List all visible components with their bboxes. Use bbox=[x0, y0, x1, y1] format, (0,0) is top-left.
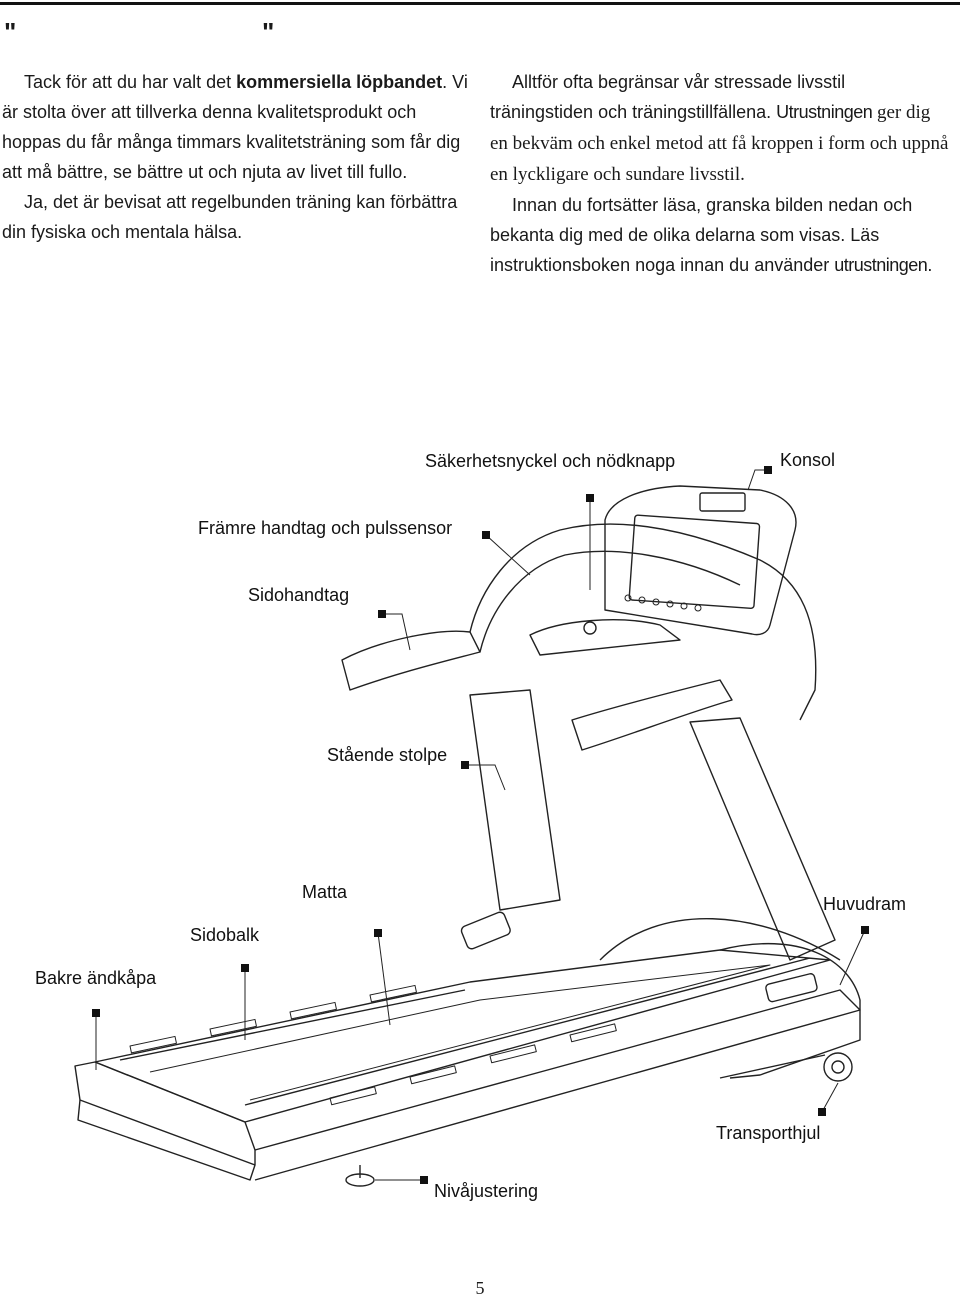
product-name: kommersiella löpbandet bbox=[236, 72, 443, 92]
label-safety-key: Säkerhetsnyckel och nödknapp bbox=[425, 451, 675, 471]
console-housing bbox=[604, 485, 797, 636]
intro-left-column: Tack för att du har valt det kommersiell… bbox=[2, 67, 470, 247]
upright-base-left bbox=[460, 911, 511, 950]
right-rail-line bbox=[244, 957, 811, 1106]
instructions-word: utrustningen. bbox=[834, 255, 932, 275]
motor-hood bbox=[719, 942, 861, 1079]
label-side-handle: Sidohandtag bbox=[248, 585, 349, 605]
top-rule bbox=[0, 2, 960, 5]
handle-loop-inner bbox=[479, 550, 741, 653]
intro-text-cont: . Vi är stolta över att tillverka denna … bbox=[2, 72, 468, 182]
intro-right-column: Alltför ofta begränsar vår stressade liv… bbox=[490, 67, 952, 280]
instructions-text: Innan du fortsätter läsa, granska bilden… bbox=[490, 195, 913, 275]
console-display-top bbox=[699, 492, 746, 512]
label-side-rail: Sidobalk bbox=[190, 925, 260, 945]
label-transport-wheel: Transporthjul bbox=[716, 1123, 820, 1143]
hood-vent bbox=[765, 973, 818, 1003]
right-rail-slots bbox=[329, 1023, 617, 1106]
console-screen bbox=[628, 514, 761, 610]
side-panel bbox=[254, 989, 861, 1181]
intro-text: Tack för att du har valt det bbox=[24, 72, 237, 92]
lifestyle-text-serif: ger dig en bekväm och enkel metod att få… bbox=[490, 102, 949, 185]
deck-outline bbox=[94, 949, 831, 1123]
handle-loop-outer bbox=[469, 523, 817, 721]
console-keypad bbox=[529, 619, 681, 656]
left-rail-line bbox=[119, 989, 466, 1061]
transport-wheel-hub bbox=[831, 1060, 845, 1074]
instructions-paragraph: Innan du fortsätter läsa, granska bilden… bbox=[490, 190, 952, 280]
leader-lines bbox=[95, 469, 866, 1181]
intro-paragraph: Tack för att du har valt det kommersiell… bbox=[2, 67, 470, 187]
right-side-handle bbox=[571, 679, 733, 751]
label-belt: Matta bbox=[302, 882, 348, 902]
label-main-frame: Huvudram bbox=[823, 894, 906, 914]
transport-wheel bbox=[823, 1052, 853, 1082]
label-front-handle: Främre handtag och pulssensor bbox=[198, 518, 452, 538]
wheel-bracket bbox=[719, 1054, 826, 1079]
rear-end-cap bbox=[74, 1061, 256, 1166]
label-upright: Stående stolpe bbox=[327, 745, 447, 765]
console-buttons bbox=[624, 594, 702, 612]
left-rail-slots bbox=[129, 984, 417, 1054]
belt-surface bbox=[149, 964, 771, 1101]
left-side-handle bbox=[341, 630, 481, 691]
hood-arch bbox=[599, 917, 841, 961]
close-quote: " bbox=[262, 17, 275, 47]
emergency-stop-button bbox=[583, 621, 597, 635]
treadmill-diagram: Säkerhetsnyckel och nödknapp Konsol Främ… bbox=[35, 450, 906, 1201]
label-console: Konsol bbox=[780, 450, 835, 470]
label-rear-cap: Bakre ändkåpa bbox=[35, 968, 157, 988]
page-number: 5 bbox=[475, 1278, 485, 1298]
rear-cap-side bbox=[77, 1099, 256, 1181]
lifestyle-word: Utrustningen bbox=[776, 102, 873, 122]
lifestyle-text: Alltför ofta begränsar vår stressade liv… bbox=[490, 72, 846, 122]
label-leveler: Nivåjustering bbox=[434, 1181, 538, 1201]
lifestyle-paragraph: Alltför ofta begränsar vår stressade liv… bbox=[490, 67, 952, 190]
treadmill-drawing bbox=[74, 485, 861, 1187]
right-upright bbox=[689, 717, 836, 961]
callout-markers bbox=[92, 466, 869, 1184]
left-upright bbox=[469, 689, 561, 911]
open-quote: " bbox=[4, 17, 17, 47]
benefit-paragraph: Ja, det är bevisat att regelbunden träni… bbox=[2, 192, 458, 242]
part-labels: Säkerhetsnyckel och nödknapp Konsol Främ… bbox=[35, 450, 906, 1201]
